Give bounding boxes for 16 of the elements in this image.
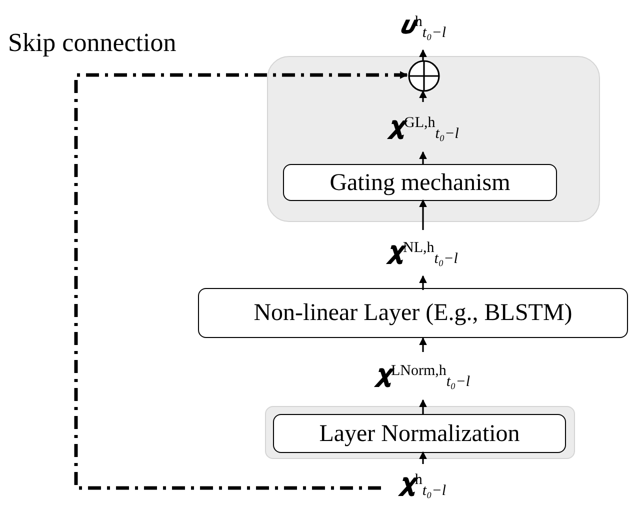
arrow — [419, 151, 427, 165]
arrow — [419, 399, 427, 415]
process-box: Layer Normalization — [273, 414, 566, 453]
skip-arrow — [74, 71, 408, 490]
arrow — [419, 90, 427, 102]
process-box: Gating mechanism — [283, 164, 557, 201]
arrow — [419, 49, 427, 61]
arrow — [419, 275, 427, 290]
group-panel — [265, 406, 575, 459]
group-panel — [267, 56, 600, 222]
sum-circle — [408, 60, 440, 92]
arrow — [419, 451, 427, 464]
arrow — [419, 337, 427, 352]
edge-label: Skip connection — [8, 30, 176, 56]
arrow — [419, 199, 427, 230]
process-box: Non-linear Layer (E.g., BLSTM) — [198, 288, 628, 338]
